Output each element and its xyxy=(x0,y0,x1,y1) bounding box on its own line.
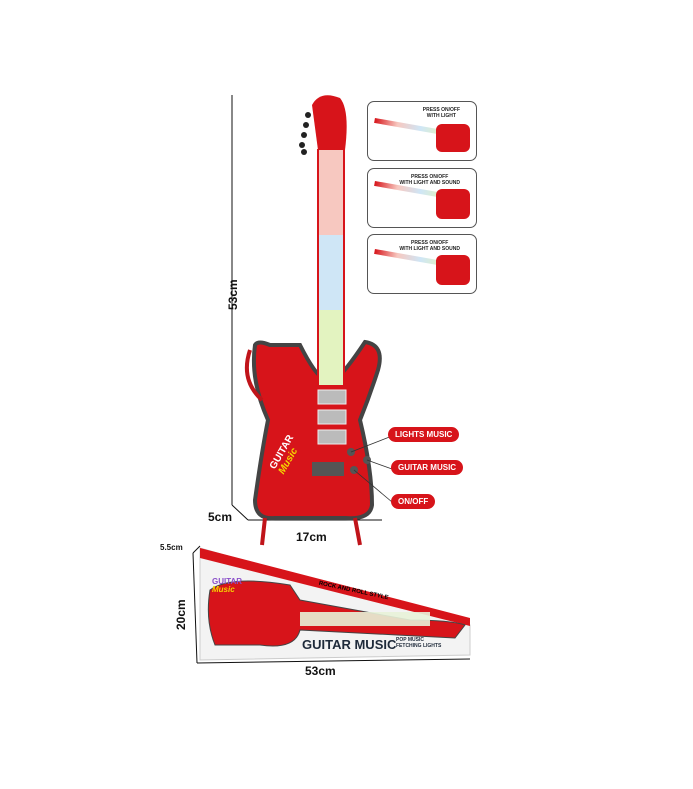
inset-guitar-body xyxy=(436,124,470,152)
inset-caption-line1: PRESS ON/OFF xyxy=(422,107,460,113)
callout-lights-music: LIGHTS MUSIC xyxy=(388,427,460,442)
box-subtitle-2: FETCHING LIGHTS xyxy=(396,643,442,649)
callout-on-off: ON/OFF xyxy=(391,494,436,509)
dimension-box-depth: 5.5cm xyxy=(160,543,183,552)
callout-guitar-music: GUITAR MUSIC xyxy=(391,460,464,475)
inset-caption-line2: WITH LIGHT AND SOUND xyxy=(399,180,460,186)
packaging-box xyxy=(199,547,471,661)
dimension-guitar-width: 17cm xyxy=(296,530,327,544)
inset-caption-line1: PRESS ON/OFF xyxy=(411,240,449,246)
box-subtitle-1: POP MUSIC xyxy=(396,637,424,643)
inset-guitar-body xyxy=(436,189,470,219)
inset-caption-line2: WITH LIGHT xyxy=(426,113,456,119)
box-title: GUITAR MUSIC xyxy=(302,637,397,652)
main-guitar xyxy=(245,95,393,546)
dimension-guitar-height: 53cm xyxy=(226,279,240,310)
dimension-guitar-depth: 5cm xyxy=(208,510,233,524)
inset-caption-line2: WITH LIGHT AND SOUND xyxy=(399,246,460,252)
box-logo-line1: GUITAR xyxy=(212,577,243,586)
box-logo: GUITAR Music xyxy=(212,578,242,594)
dimension-box-length: 53cm xyxy=(305,664,336,678)
inset-guitar-neck xyxy=(374,117,444,136)
box-logo-line2: Music xyxy=(212,585,235,594)
box-subtitle: POP MUSIC FETCHING LIGHTS xyxy=(396,637,441,649)
inset-guitar-body xyxy=(436,255,470,285)
inset-caption-line1: PRESS ON/OFF xyxy=(411,174,449,180)
dimension-box-height: 20cm xyxy=(174,599,188,630)
